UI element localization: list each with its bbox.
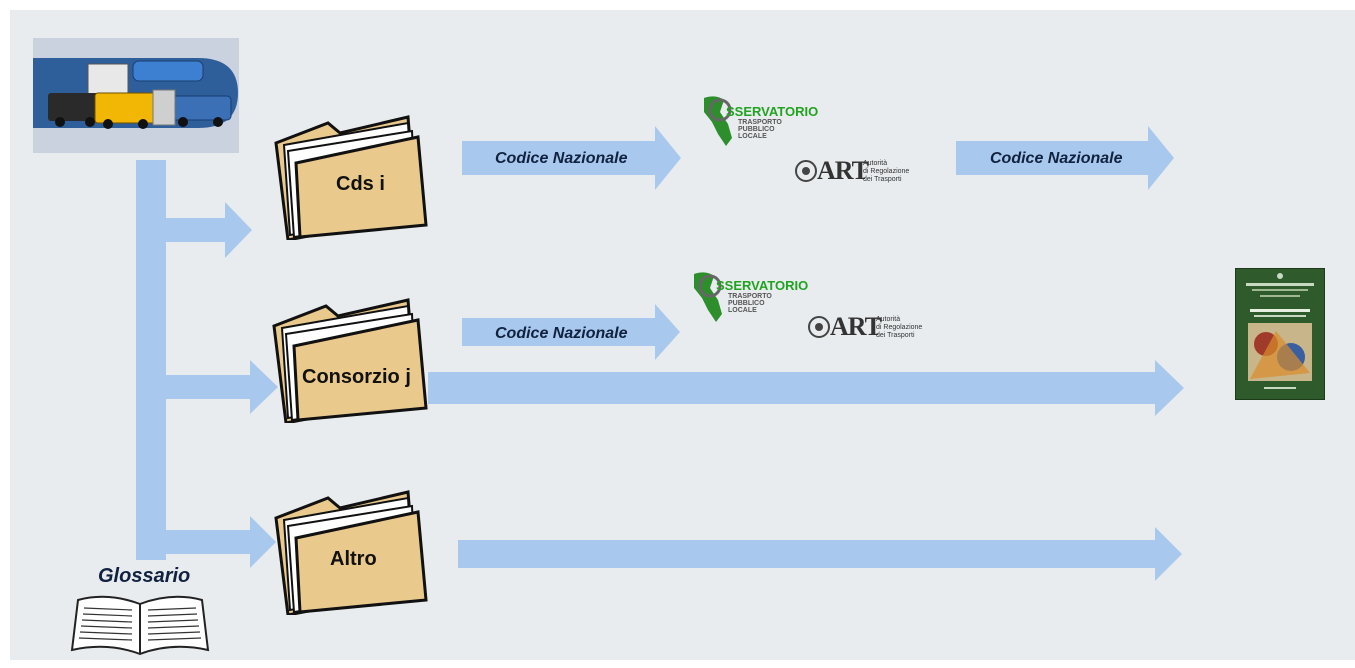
osservatorio-logo-2: SSERVATORIO TRASPORTO PUBBLICO LOCALE	[688, 270, 808, 330]
art-line1: Autorità	[876, 316, 901, 323]
branch-arrow-altro	[166, 516, 276, 568]
branch-arrow-consorzio	[166, 360, 278, 414]
osservatorio-line1: TRASPORTO	[728, 293, 772, 300]
osservatorio-title: SSERVATORIO	[716, 278, 809, 293]
diagram-slide: Cds i Consorzio j Altro Codice Nazionale…	[10, 10, 1355, 660]
vehicles-illustration	[33, 58, 238, 129]
art-mark: ART	[830, 312, 882, 341]
folder-consorzio: Consorzio j	[266, 298, 431, 425]
folder-icon	[274, 490, 428, 617]
open-book-drawing	[70, 595, 210, 656]
osservatorio-line1: TRASPORTO	[738, 119, 782, 126]
folder-label-cds: Cds i	[336, 173, 385, 195]
trunk-connector	[136, 160, 166, 560]
italy-map-icon	[704, 96, 732, 146]
folder-icon	[272, 298, 428, 425]
folder-cds: Cds i	[268, 115, 428, 242]
flow-arrows	[136, 126, 1184, 581]
art-subtitle: Autorità di Regolazione dei Trasporti	[863, 160, 909, 184]
folder-icon	[274, 115, 428, 242]
book-icon	[68, 590, 213, 660]
osservatorio-line2: PUBBLICO	[728, 300, 765, 307]
arrow-row1-right	[956, 126, 1174, 190]
glossary-label: Glossario	[98, 565, 191, 587]
osservatorio-logo-1: SSERVATORIO TRASPORTO PUBBLICO LOCALE	[698, 94, 818, 154]
osservatorio-subtitle: TRASPORTO PUBBLICO LOCALE	[728, 293, 772, 314]
folder-label-altro: Altro	[330, 548, 377, 570]
arrow-row3-long	[458, 527, 1182, 581]
art-logo-2: ART Autorità di Regolazione dei Trasport…	[808, 312, 928, 344]
art-line3: dei Trasporti	[876, 332, 915, 339]
osservatorio-line3: LOCALE	[738, 133, 767, 140]
arrow-row2-short	[462, 304, 680, 360]
osservatorio-line3: LOCALE	[728, 307, 757, 314]
art-subtitle: Autorità di Regolazione dei Trasporti	[876, 316, 922, 340]
osservatorio-subtitle: TRASPORTO PUBBLICO LOCALE	[738, 119, 782, 140]
art-logo-1: ART Autorità di Regolazione dei Trasport…	[795, 156, 915, 188]
label-codice-nazionale-row2: Codice Nazionale	[495, 325, 628, 342]
label-codice-nazionale-row1-right: Codice Nazionale	[990, 150, 1123, 167]
branch-arrow-cds	[166, 202, 252, 258]
folder-altro: Altro	[268, 490, 428, 617]
art-line2: di Regolazione	[876, 324, 923, 331]
label-codice-nazionale-row1-left: Codice Nazionale	[495, 150, 628, 167]
italy-map-icon	[694, 272, 722, 322]
emblem-icon	[795, 160, 817, 182]
arrow-row2-long	[428, 360, 1184, 416]
arrow-row1-left	[462, 126, 681, 190]
osservatorio-title: SSERVATORIO	[726, 104, 819, 119]
art-line3: dei Trasporti	[863, 176, 902, 183]
art-mark: ART	[817, 156, 869, 185]
art-line1: Autorità	[863, 160, 888, 167]
report-cover-image	[1235, 268, 1325, 400]
emblem-icon	[808, 316, 830, 338]
report-cover-illustration	[1246, 273, 1314, 389]
folder-label-consorzio: Consorzio j	[302, 366, 411, 388]
vehicles-image	[33, 38, 239, 153]
art-line2: di Regolazione	[863, 168, 910, 175]
osservatorio-line2: PUBBLICO	[738, 126, 775, 133]
